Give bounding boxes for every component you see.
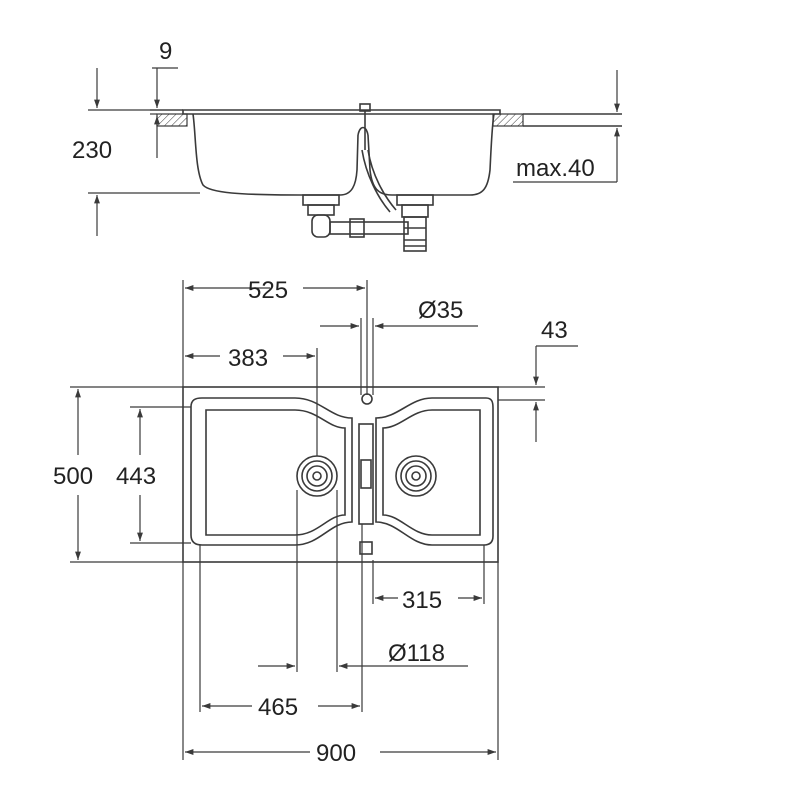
dim-label-max40: max.40 [516,155,595,182]
top-view [182,386,499,563]
left-waste [296,455,338,497]
dim-label-43: 43 [541,317,568,344]
left-bowl-profile [192,113,359,196]
overflow-slot [360,459,372,489]
dim-label-900: 900 [316,740,356,767]
trap-outlet [403,216,427,252]
pipe-coupling [349,218,365,238]
sink-outline [182,386,499,563]
left-bowl-outer [190,397,353,546]
dim-label-500: 500 [53,463,93,490]
overflow-outlet [359,541,373,555]
dim-label-230: 230 [72,137,112,164]
countertop-right [492,113,524,127]
center-divider [358,423,374,525]
right-waste-flange [396,194,434,206]
left-waste-body [307,204,335,216]
overflow-hose [361,149,391,213]
side-view-dimensions [88,67,620,236]
dim-label-525: 525 [248,277,288,304]
dim-label-443: 443 [116,463,156,490]
dim-label-9: 9 [159,38,172,65]
connecting-pipe [329,221,409,235]
countertop-left [156,113,188,127]
right-waste [395,455,437,497]
right-waste-body [401,204,429,218]
dim-label-465: 465 [258,694,298,721]
dim-label-118: Ø118 [388,640,445,667]
sink-rim [182,109,501,115]
dim-label-35: Ø35 [418,297,463,324]
dim-label-315: 315 [402,587,442,614]
right-bowl-profile [367,113,495,196]
left-waste-trap [311,214,331,238]
overflow-hose-2 [367,149,397,211]
right-bowl-outer [375,397,494,546]
left-bowl-inner [205,409,346,536]
right-bowl-inner [382,409,481,536]
dim-label-383: 383 [228,345,268,372]
bowl-divider [357,126,369,136]
side-view [156,103,622,252]
tap-hole [361,393,373,405]
top-view-dimensions [70,280,578,760]
left-waste-flange [302,194,340,206]
